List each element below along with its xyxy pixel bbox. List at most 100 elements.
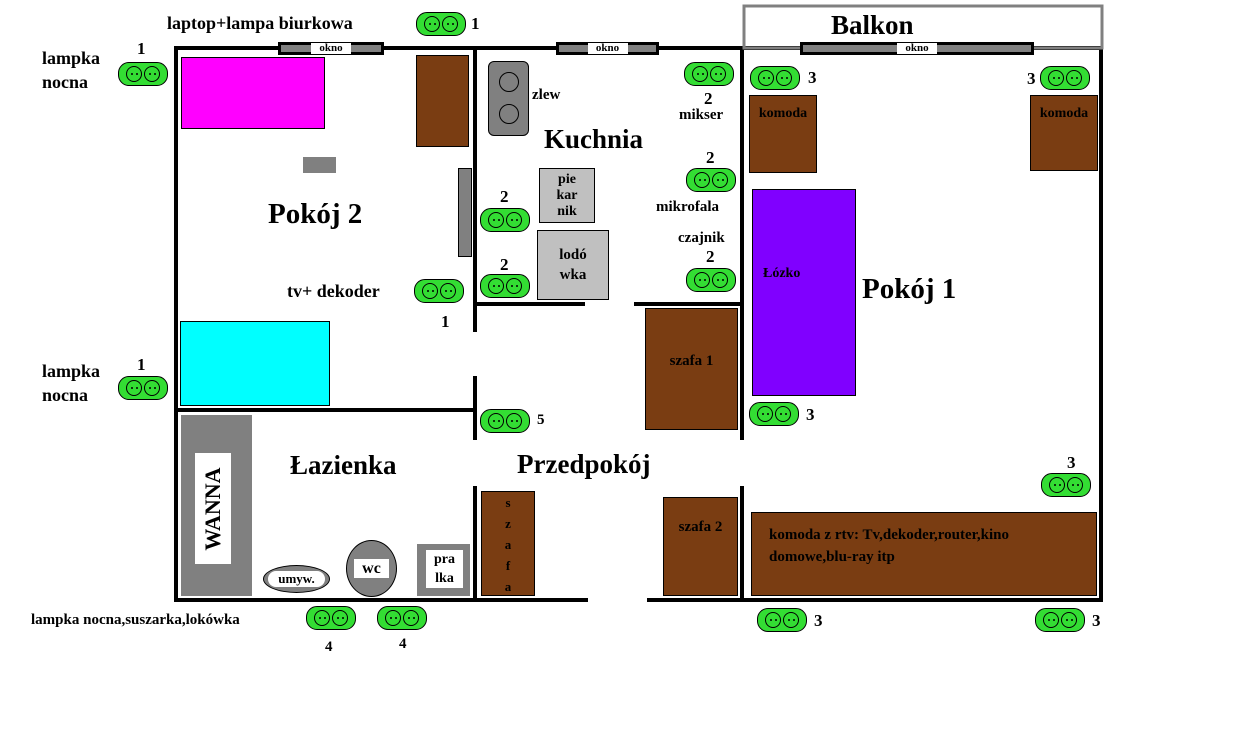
hall-wardrobe-letter: z [505,516,511,531]
small-grey-block [303,157,336,173]
label-czajnik: czajnik [678,230,725,246]
window-kuchnia: okno [556,42,659,55]
window-pokoj1: okno [800,42,1034,55]
window-label: okno [587,43,628,54]
power-socket-icon [686,268,736,292]
socket-outlet-icon [144,66,160,82]
oven-label-line: kar [556,188,578,203]
tv-stand-pokoj2 [458,168,472,257]
socket-outlet-icon [144,380,160,396]
room-label-przedpokoj: Przedpokój [517,449,651,479]
power-socket-icon [750,66,800,90]
num-mikrofala: 2 [706,148,715,167]
num-czajnik: 2 [706,247,715,266]
hall-wardrobe: s z a f a [481,491,535,596]
wardrobe-2: szafa 2 [663,497,738,596]
socket-outlet-icon [488,413,504,429]
socket-outlet-icon [506,212,522,228]
oven-label-line: pie [558,172,576,187]
socket-outlet-icon [712,172,728,188]
window-label: okno [311,43,351,54]
power-socket-icon [1041,473,1091,497]
socket-outlet-icon [403,610,419,626]
power-socket-icon [416,12,466,36]
tv-dresser-label: komoda z rtv: Tv,dekoder,router,kino dom… [769,527,1010,565]
room-label-pokoj1: Pokój 1 [862,273,957,305]
hall-wardrobe-letter: a [504,537,512,552]
socket-outlet-icon [1066,70,1082,86]
toilet: wc [346,540,397,597]
num-bath-2: 4 [399,636,407,652]
window-pokoj2: okno [278,42,384,55]
wardrobe-label: szafa 2 [678,519,723,535]
dresser-right: komoda [1030,95,1098,171]
socket-outlet-icon [765,612,781,628]
num-bath-1: 4 [325,639,333,655]
socket-outlet-icon [694,272,710,288]
socket-outlet-icon [758,70,774,86]
power-socket-icon [306,606,356,630]
power-socket-icon [118,376,168,400]
socket-outlet-icon [757,406,773,422]
sink-bowl-top [499,72,519,92]
dresser-label: komoda [1039,106,1089,121]
num-p1-top-left: 3 [808,68,817,87]
power-socket-icon [686,168,736,192]
num-lampka-2: 1 [137,355,146,374]
power-socket-icon [1040,66,1090,90]
window-label: okno [897,43,937,54]
socket-outlet-icon [1049,477,1065,493]
washbasin: umyw. [263,565,330,593]
socket-outlet-icon [710,66,726,82]
socket-outlet-icon [776,70,792,86]
socket-outlet-icon [488,212,504,228]
hall-wardrobe-letter: a [504,579,512,594]
num-p1-top-right: 3 [1027,69,1036,88]
power-socket-icon [480,409,530,433]
num-p1-right: 3 [1067,453,1076,472]
num-mikser: 2 [704,89,713,108]
socket-outlet-icon [1043,612,1059,628]
hall-wardrobe-letter: s [505,495,511,510]
label-mikrofala: mikrofala [656,199,720,215]
fridge-label: lodó wka [538,245,608,285]
socket-outlet-icon [314,610,330,626]
oven-label: pie kar nik [540,172,594,220]
label-lampka-nocna-1: lampka nocna [42,46,100,94]
bed-magenta [181,57,325,129]
socket-outlet-icon [1067,477,1083,493]
power-socket-icon [684,62,734,86]
wardrobe-label: szafa 1 [669,353,714,369]
socket-outlet-icon [488,278,504,294]
hall-wardrobe-letter: f [505,558,511,573]
num-hall: 5 [537,412,545,428]
num-kitchen-left-2: 2 [500,255,509,274]
washing-machine: pra lka [417,544,470,596]
power-socket-icon [749,402,799,426]
hall-wardrobe-label: s z a f a [482,492,534,597]
bed-label: Łózko [763,266,801,281]
power-socket-icon [1035,608,1085,632]
power-socket-icon [480,274,530,298]
label-laptop: laptop+lampa biurkowa [167,13,353,33]
socket-outlet-icon [442,16,458,32]
sink-bowl-bottom [499,104,519,124]
washing-machine-label-line: lka [435,571,454,586]
label-line: nocna [42,385,89,405]
socket-outlet-icon [506,413,522,429]
oven: pie kar nik [539,168,595,223]
num-p1-bottom-left: 3 [814,611,823,630]
socket-outlet-icon [126,66,142,82]
socket-outlet-icon [783,612,799,628]
room-label-lazienka: Łazienka [290,450,397,480]
label-lazienka-devices: lampka nocna,suszarka,lokówka [31,612,240,628]
socket-outlet-icon [692,66,708,82]
num-kitchen-left-1: 2 [500,187,509,206]
num-laptop: 1 [471,14,480,33]
socket-outlet-icon [422,283,438,299]
socket-outlet-icon [126,380,142,396]
num-p1-bottom-right: 3 [1092,611,1101,630]
dresser-label: komoda [758,106,808,121]
desk-pokoj2 [416,55,469,147]
